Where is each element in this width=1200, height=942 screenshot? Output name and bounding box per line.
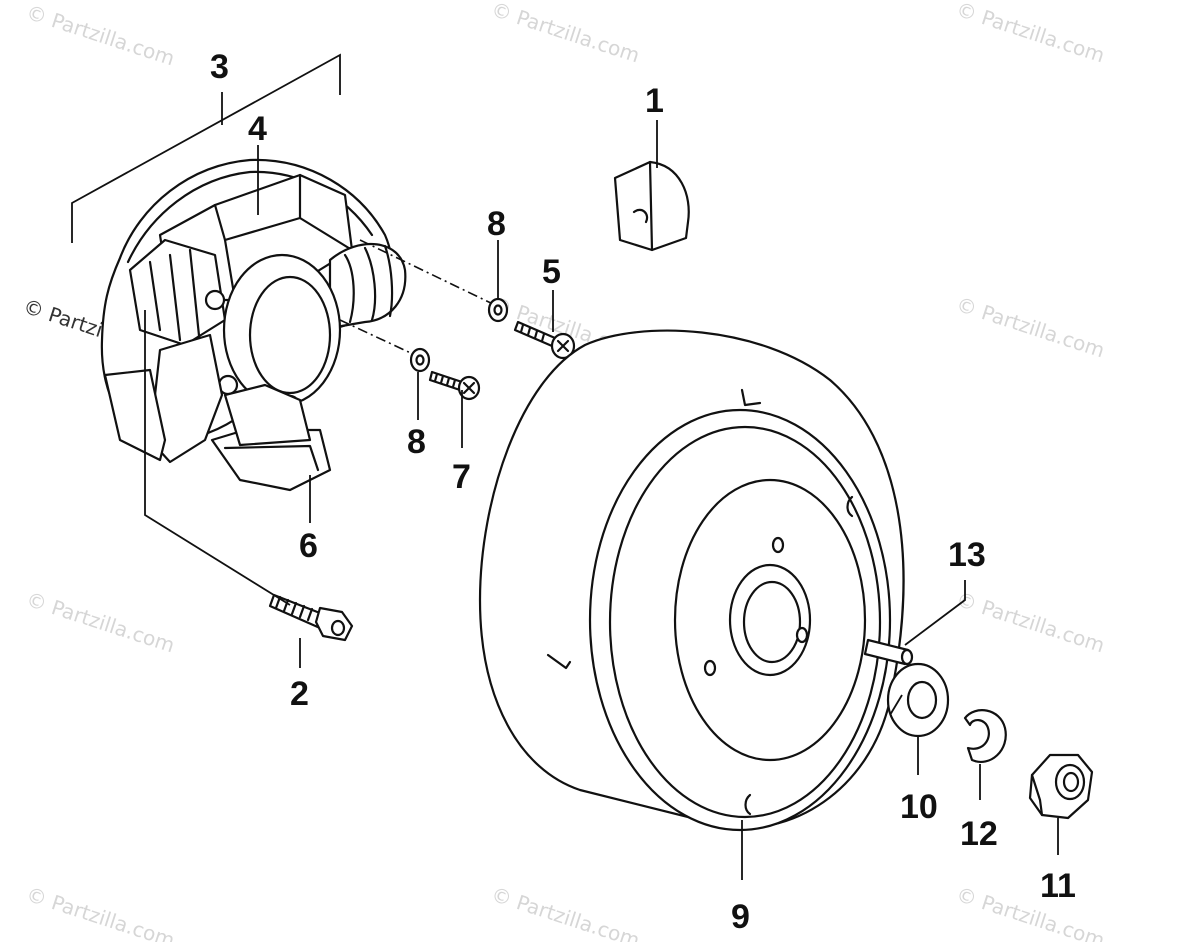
bracket-3 <box>71 53 341 243</box>
watermark: © Partzilla.com <box>953 587 1107 658</box>
watermark: © Partzilla.com <box>23 0 177 70</box>
callout-labels: 1 2 3 4 5 6 7 8 8 9 10 11 12 13 <box>210 48 1076 936</box>
washer-10 <box>886 662 950 738</box>
callout-1: 1 <box>645 82 664 120</box>
callout-10: 10 <box>900 788 938 826</box>
callout-9: 9 <box>731 898 750 936</box>
callout-13: 13 <box>948 536 986 574</box>
callout-6: 6 <box>299 527 318 565</box>
callout-4: 4 <box>248 110 267 148</box>
watermark: © Partzilla.com <box>953 292 1107 363</box>
watermark: © Partzilla.com <box>23 587 177 658</box>
screw-7 <box>428 370 481 401</box>
pin-13 <box>863 638 914 666</box>
callout-8-lower: 8 <box>407 423 426 461</box>
screw-5 <box>513 320 576 360</box>
watermark: © Partzilla.com <box>953 0 1107 67</box>
leader-lines <box>144 120 1059 880</box>
watermark: © Partzilla.com <box>23 882 177 942</box>
callout-7: 7 <box>452 458 471 496</box>
callout-12: 12 <box>960 815 998 853</box>
washer-8-upper <box>487 297 509 323</box>
bolt-2 <box>268 593 354 642</box>
callout-11: 11 <box>1040 867 1076 905</box>
nut-11 <box>1028 753 1094 820</box>
callout-8-upper: 8 <box>487 205 506 243</box>
callout-5: 5 <box>542 253 561 291</box>
watermark: © Partzilla.com <box>488 0 642 67</box>
watermark: © Partzilla.com <box>953 882 1107 942</box>
watermark: © Partzilla.com <box>488 882 642 942</box>
callout-3: 3 <box>210 48 229 86</box>
stator-assembly <box>100 158 407 492</box>
centerline-5 <box>359 239 496 306</box>
centerline-7 <box>339 319 416 356</box>
key-1 <box>613 160 690 252</box>
callout-2: 2 <box>290 675 309 713</box>
washer-8-lower <box>409 347 431 373</box>
flywheel-9 <box>478 329 905 832</box>
lockwasher-12 <box>963 709 1007 763</box>
